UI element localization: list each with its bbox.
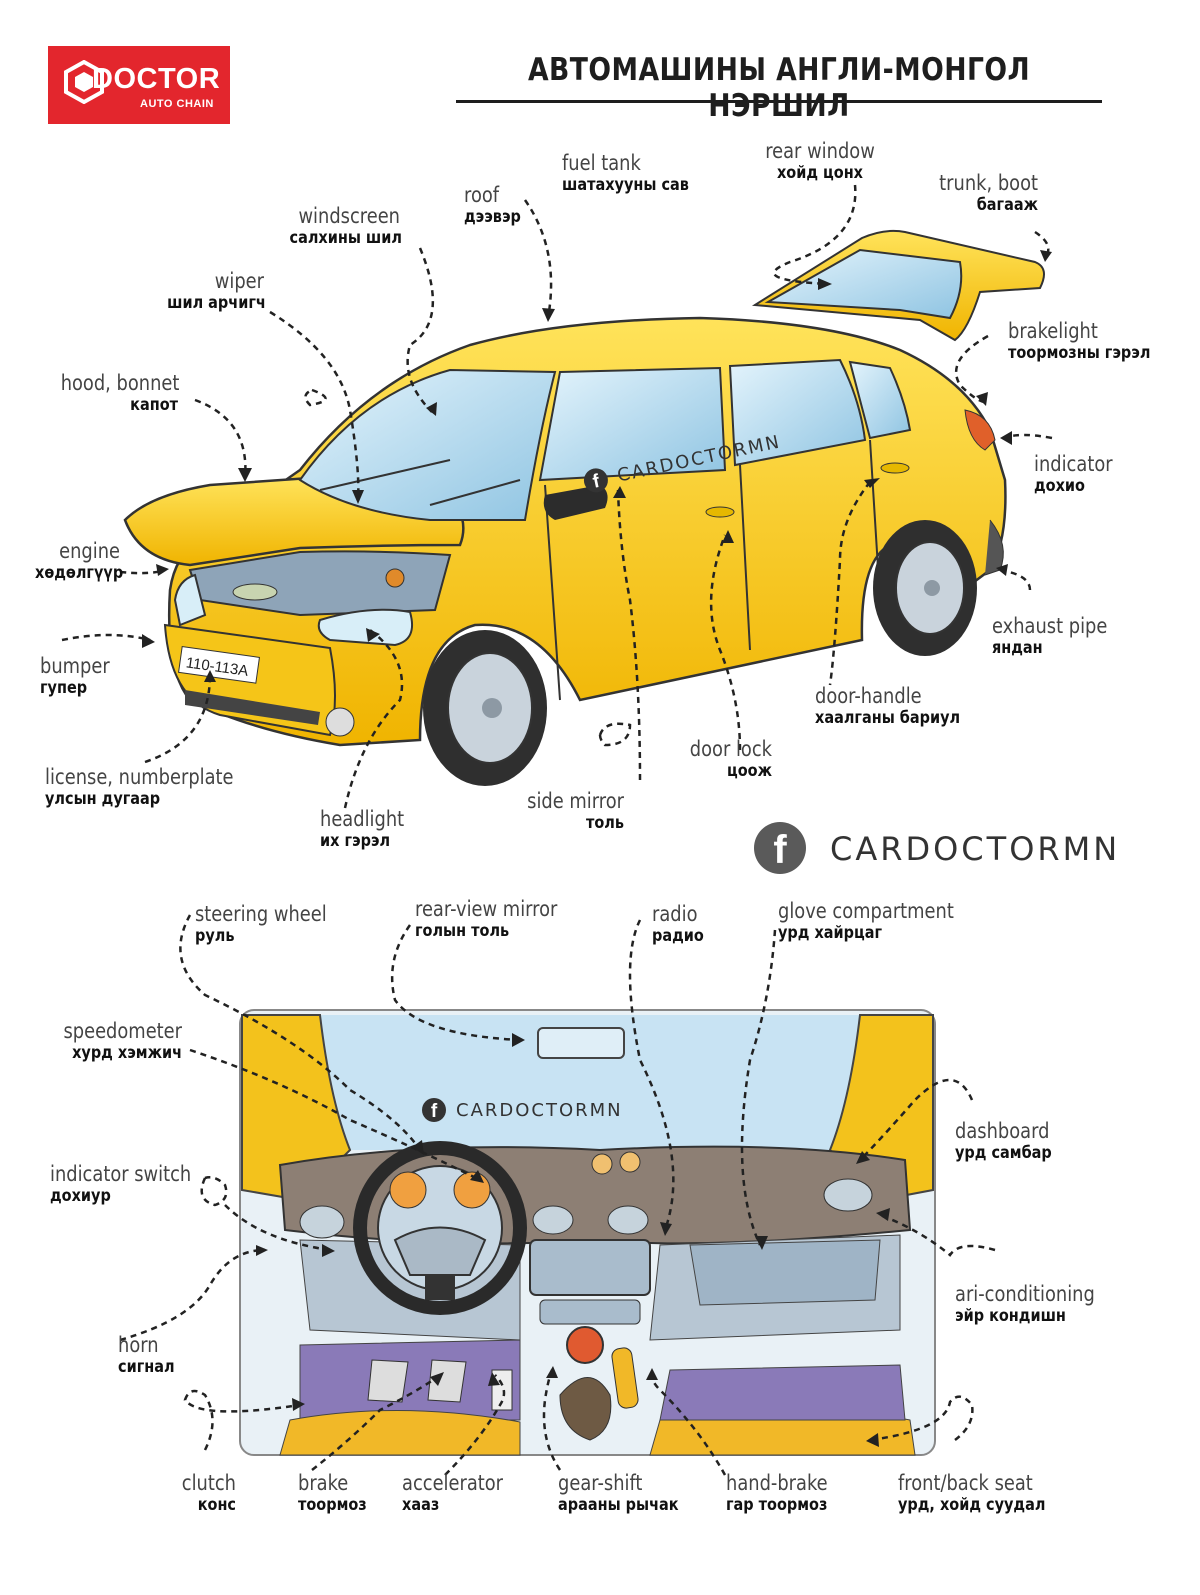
- logo-brand: DOCTOR: [92, 63, 221, 95]
- front-side-window: [538, 366, 727, 482]
- brakelight-lamp: [964, 409, 996, 451]
- radio-unit: [529, 1239, 651, 1296]
- brake-pedal: [427, 1359, 467, 1403]
- exterior-arrowheads: [142, 250, 1052, 682]
- rear-view-mirror-shape: [537, 1027, 625, 1059]
- interior-pointers: [119, 914, 996, 1476]
- rear-door-handle: [880, 462, 910, 474]
- facebook-small-icon: f: [581, 466, 611, 495]
- engine-cap: [232, 583, 278, 601]
- gear-knob: [566, 1326, 604, 1364]
- right-vent: [823, 1178, 873, 1212]
- center-vent-right: [607, 1205, 649, 1235]
- windscreen-glass: [298, 368, 557, 521]
- logo-subtitle: AUTO CHAIN: [140, 98, 214, 110]
- facebook-page-name: CARDOCTORMN: [830, 830, 1121, 868]
- hexagon-logo-icon: [64, 60, 104, 104]
- front-wheel: [423, 630, 547, 786]
- interior-windshield: [255, 1015, 925, 1150]
- side-mirror-shape: [543, 485, 608, 520]
- accelerator-pedal: [491, 1369, 513, 1411]
- interior-arrowheads: [256, 1033, 890, 1447]
- clutch-pedal: [367, 1359, 409, 1403]
- page-title: АВТОМАШИНЫ АНГЛИ-МОНГОЛ НЭРШИЛ: [527, 52, 1031, 124]
- rear-wheel: [873, 520, 977, 656]
- headlight-lamp: [317, 608, 414, 647]
- car-exterior: 110-113А: [123, 229, 1045, 786]
- exterior-pointers: [61, 184, 1053, 809]
- facebook-icon: f: [754, 822, 806, 874]
- gear-shift-boot: [559, 1377, 612, 1441]
- center-vent-left: [532, 1205, 574, 1235]
- doctor-auto-chain-logo: DOCTOR AUTO CHAIN: [48, 46, 230, 124]
- facebook-small-icon: f: [422, 1098, 446, 1122]
- front-seats: [279, 1410, 521, 1456]
- car-interior: [239, 1009, 936, 1456]
- numberplate: [178, 645, 261, 684]
- hand-brake-lever: [611, 1347, 639, 1409]
- title-underline: [456, 100, 1102, 103]
- steering-wheel-shape: [353, 1141, 527, 1315]
- left-vent: [299, 1205, 345, 1239]
- front-door-handle: [705, 506, 735, 518]
- rear-side-window: [728, 358, 867, 467]
- rear-window-glass: [764, 248, 963, 320]
